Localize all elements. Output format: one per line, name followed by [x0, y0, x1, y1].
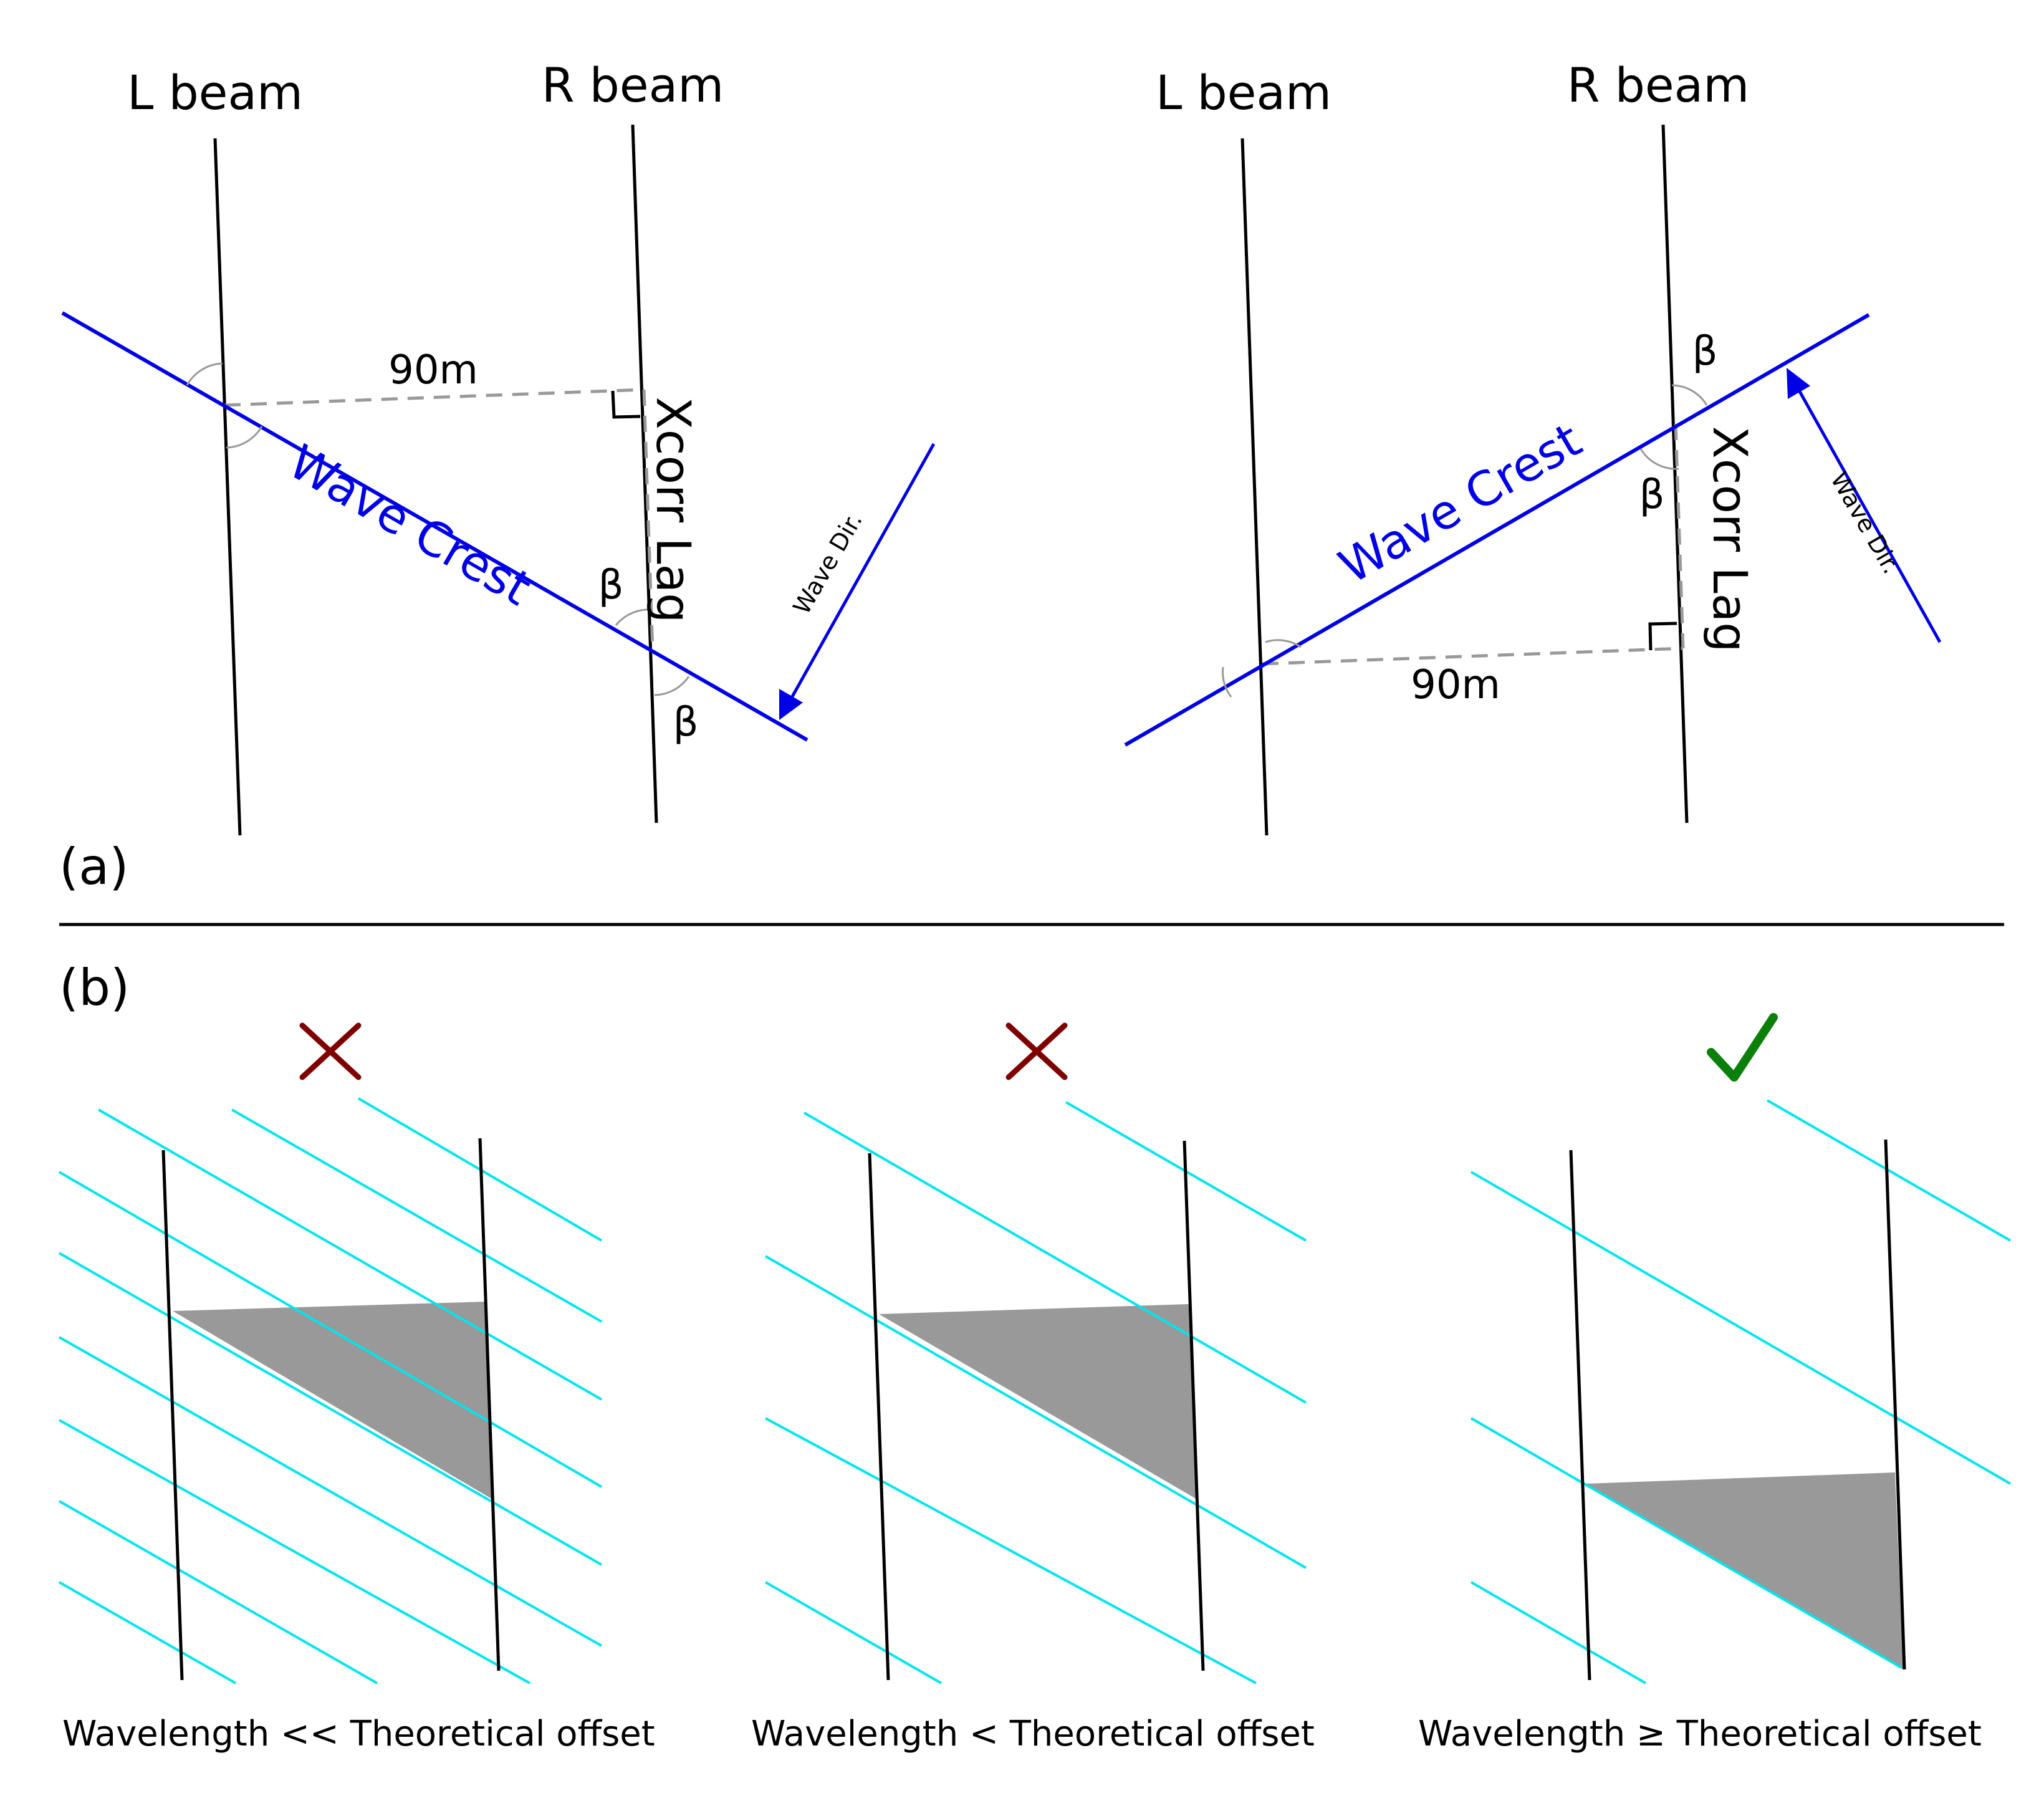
xcorr-lag-label: Xcorr Lag — [1702, 426, 1758, 653]
right-angle-marker — [611, 390, 641, 419]
r-beam-line — [631, 124, 658, 824]
beta-arc-upper — [1671, 384, 1708, 406]
panel-b-case-2: Wavelength < Theoretical offset — [751, 1022, 1315, 1754]
l-beam-line — [1240, 138, 1269, 836]
l-beam-line — [868, 1153, 890, 1681]
l-beam-label: L beam — [1156, 65, 1331, 120]
panel-b-label: (b) — [59, 959, 130, 1017]
wave-crest-line — [1124, 313, 1870, 747]
xcorr-dashed-line — [1674, 423, 1685, 649]
wave-dir-label: Wave Dir. — [788, 508, 868, 619]
panel-b-case-3: Wavelength ≥ Theoretical offset — [1418, 1013, 2012, 1754]
arrowhead — [1787, 368, 1810, 399]
angle-arc — [1265, 639, 1302, 648]
wave-crest-lines — [58, 1097, 603, 1684]
wave-crest-label: Wave Crest — [1330, 412, 1590, 595]
distance-dashed-line — [224, 388, 645, 407]
beta-lower-label: β — [673, 699, 699, 746]
distance-label: 90m — [1411, 662, 1500, 708]
beta-upper-label: β — [598, 562, 624, 608]
distance-label: 90m — [388, 347, 478, 393]
beta-arc-upper — [615, 608, 652, 626]
beta-arc-lower — [654, 676, 690, 696]
panel-a-left: L beam R beam 90m β β Xcorr Lag Wave Cre… — [61, 57, 936, 836]
case-caption: Wavelength < Theoretical offset — [751, 1714, 1315, 1754]
beta-lower-label: β — [1639, 472, 1665, 518]
wave-direction-arrow — [1792, 379, 1942, 643]
beta-upper-label: β — [1692, 329, 1718, 375]
checkmark-icon — [1707, 1013, 1778, 1082]
distance-dashed-line — [1262, 646, 1684, 666]
wave-direction-arrow — [784, 443, 936, 710]
shaded-offset-triangle — [1586, 1472, 1903, 1669]
case-caption: Wavelength ≥ Theoretical offset — [1418, 1714, 1982, 1754]
angle-arc — [226, 426, 263, 449]
arrowhead — [779, 689, 803, 720]
right-angle-marker — [1648, 622, 1677, 651]
r-beam-line — [1884, 1139, 1906, 1670]
l-beam-label: L beam — [127, 65, 303, 120]
l-beam-line — [161, 1150, 184, 1681]
case-caption: Wavelength << Theoretical offset — [62, 1714, 655, 1754]
shaded-offset-triangle — [173, 1302, 492, 1499]
r-beam-label: R beam — [542, 57, 724, 113]
angle-arc — [1222, 666, 1232, 698]
xcorr-lag-label: Xcorr Lag — [646, 397, 701, 623]
r-beam-line — [1183, 1140, 1205, 1671]
r-beam-line — [1661, 124, 1689, 824]
panel-a-label: (a) — [59, 838, 128, 896]
shaded-offset-triangle — [879, 1304, 1197, 1499]
panel-a-right: L beam R beam 90m β β Xcorr Lag Wave Cre… — [1124, 57, 1942, 836]
cross-icon — [299, 1022, 362, 1080]
wave-crest-label: Wave Crest — [280, 434, 540, 617]
beta-arc-lower — [1639, 448, 1679, 470]
l-beam-line — [213, 138, 242, 836]
r-beam-label: R beam — [1567, 57, 1750, 113]
wave-crest-lines — [765, 1101, 1307, 1684]
r-beam-line — [478, 1138, 501, 1671]
l-beam-line — [1569, 1150, 1591, 1681]
xcorr-dashed-line — [642, 389, 655, 652]
wave-dir-label: Wave Dir. — [1825, 468, 1905, 579]
angle-arc — [186, 362, 223, 386]
cross-icon — [1005, 1022, 1068, 1080]
wave-crest-line — [61, 311, 808, 742]
panel-b-case-1: Wavelength << Theoretical offset — [58, 1022, 655, 1754]
wave-crest-lines — [1470, 1099, 2012, 1684]
